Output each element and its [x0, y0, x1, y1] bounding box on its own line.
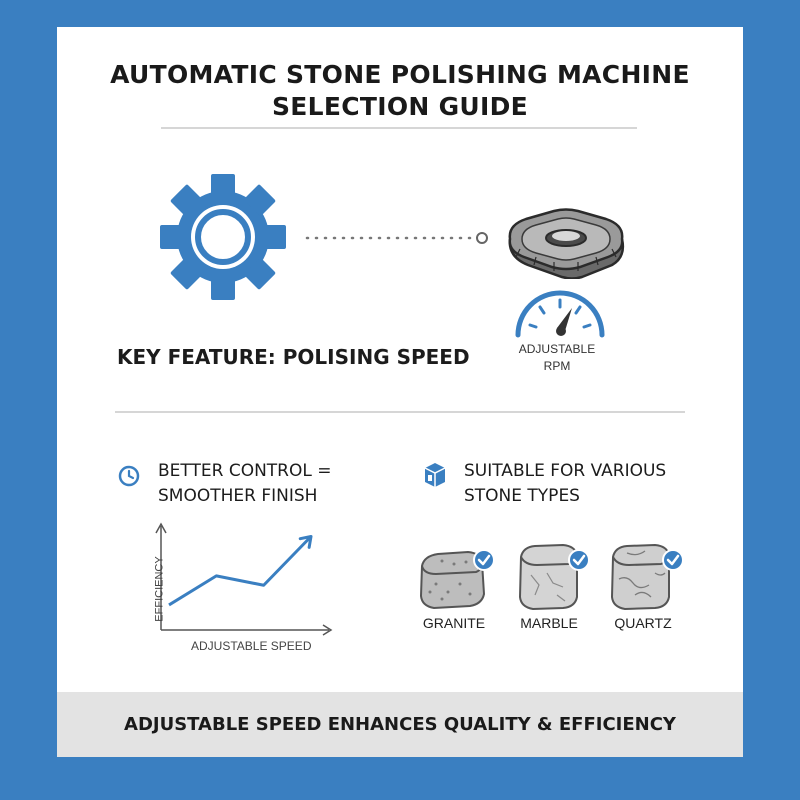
- granite-check-icon: [473, 549, 495, 571]
- y-axis-arrow: [155, 522, 167, 534]
- efficiency-line: [168, 535, 313, 607]
- quartz-check-icon: [662, 549, 684, 571]
- gear-icon: [160, 174, 286, 300]
- clock-icon: [118, 465, 140, 487]
- rpm-label-line-2: RPM: [543, 359, 571, 373]
- footer-text: ADJUSTABLE SPEED ENHANCES QUALITY & EFFI…: [124, 714, 676, 735]
- y-axis-label-box: EFFICIENCY: [129, 549, 189, 629]
- stone-heading: SUITABLE FOR VARIOUS STONE TYPES: [464, 459, 666, 509]
- title-line-1: AUTOMATIC STONE POLISHING MACHINE: [110, 60, 690, 89]
- rpm-label-line-1: ADJUSTABLE: [518, 342, 596, 356]
- page-title: AUTOMATIC STONE POLISHING MACHINE SELECT…: [57, 59, 743, 123]
- stone-name-quartz: QUARTZ: [614, 615, 672, 631]
- control-heading: BETTER CONTROL = SMOOTHER FINISH: [158, 459, 332, 509]
- infographic-card: AUTOMATIC STONE POLISHING MACHINE SELECT…: [57, 27, 743, 757]
- control-line-2: SMOOTHER FINISH: [158, 486, 318, 506]
- granite-stone-icon: [419, 550, 486, 610]
- y-axis-label: EFFICIENCY: [153, 556, 166, 622]
- dotted-connector: [305, 232, 488, 244]
- title-divider: [161, 127, 637, 129]
- stone-line-1: SUITABLE FOR VARIOUS: [464, 461, 667, 481]
- x-axis-label: ADJUSTABLE SPEED: [191, 639, 312, 653]
- title-line-2: SELECTION GUIDE: [271, 92, 529, 121]
- section-divider: [115, 411, 685, 413]
- polishing-pad-icon: [508, 208, 625, 279]
- cube-icon: [424, 463, 446, 487]
- stone-name-marble: MARBLE: [520, 615, 578, 631]
- speedometer-icon: [515, 290, 605, 338]
- x-axis-arrow: [322, 624, 333, 636]
- marble-check-icon: [568, 549, 590, 571]
- adjustable-rpm-label: ADJUSTABLE RPM: [497, 341, 617, 375]
- stone-line-2: STONE TYPES: [464, 486, 580, 506]
- footer-banner: ADJUSTABLE SPEED ENHANCES QUALITY & EFFI…: [57, 692, 743, 757]
- stone-name-granite: GRANITE: [422, 615, 486, 631]
- efficiency-line-arrowhead: [298, 535, 313, 549]
- marble-stone-icon: [518, 543, 578, 611]
- efficiency-chart: [155, 522, 333, 636]
- key-feature-label: KEY FEATURE: POLISING SPEED: [117, 345, 470, 369]
- control-line-1: BETTER CONTROL =: [158, 461, 332, 481]
